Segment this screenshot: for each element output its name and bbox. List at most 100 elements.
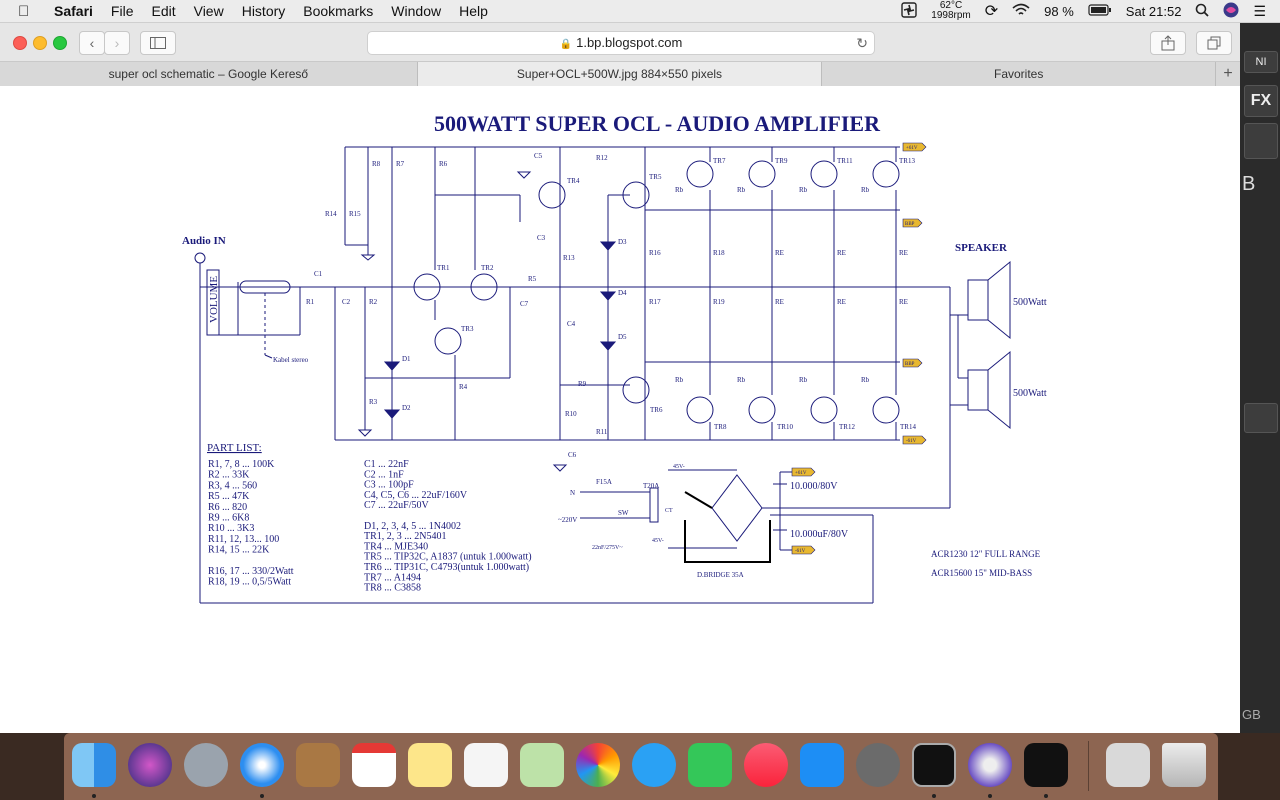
volume-label: VOLUME [208, 276, 220, 323]
menu-view[interactable]: View [193, 3, 224, 19]
parts-right-line: TR6 ... TIP31C, C4793(untuk 1.000watt) [364, 562, 529, 573]
launchpad-icon[interactable] [184, 743, 228, 787]
mains-label: ~220V [558, 516, 577, 524]
rb-label-3: Rb [799, 186, 808, 194]
wifi-icon[interactable] [1012, 3, 1030, 20]
bridge-label: D.BRIDGE 35A [697, 571, 744, 579]
parts-left-line: R5 ... 47K [208, 491, 250, 502]
photos-icon[interactable] [576, 743, 620, 787]
bias-tag-1: BBP [905, 222, 915, 227]
downloads-stack-icon[interactable] [1106, 743, 1150, 787]
reminders-icon[interactable] [464, 743, 508, 787]
d5-label: D5 [618, 333, 627, 341]
new-tab-button[interactable]: + [1223, 65, 1233, 82]
safari-dock-icon[interactable] [240, 743, 284, 787]
r19-label: R19 [713, 298, 725, 306]
notification-center-icon[interactable]: ☰ [1253, 2, 1266, 19]
forward-button[interactable]: › [104, 31, 130, 55]
address-bar[interactable]: 🔒1.bp.blogspot.com ↻ [367, 31, 875, 55]
r15-label: R15 [349, 210, 361, 218]
d2-label: D2 [402, 404, 411, 412]
traktor-icon[interactable] [1024, 743, 1068, 787]
show-tabs-button[interactable] [1196, 31, 1232, 55]
menu-bookmarks[interactable]: Bookmarks [303, 3, 374, 19]
re-label-6: RE [899, 298, 908, 306]
parts-left-line: R10 ... 3K3 [208, 523, 254, 534]
snubber-label: 22nF/275V~ [592, 545, 623, 551]
v45-top-label: 45V- [673, 464, 685, 470]
parts-right-line: C2 ... 1nF [364, 469, 404, 480]
r16-label: R16 [649, 249, 661, 257]
messages-icon[interactable] [632, 743, 676, 787]
ni-logo: NI [1244, 51, 1278, 73]
sync-icon[interactable]: ⟳ [984, 3, 999, 20]
share-button[interactable] [1150, 31, 1186, 55]
menu-app-safari[interactable]: Safari [54, 3, 93, 19]
fuse-label: F15A [596, 478, 612, 486]
tab-schematic-image[interactable]: Super+OCL+500W.jpg 884×550 pixels [417, 62, 823, 86]
dock [64, 733, 1218, 800]
parts-right-line: TR4 ... MJE340 [364, 541, 428, 552]
parts-left-line: R18, 19 ... 0,5/5Watt [208, 577, 291, 588]
re-label-5: RE [837, 298, 846, 306]
zoom-window-button[interactable] [53, 36, 67, 50]
app-store-icon[interactable] [800, 743, 844, 787]
address-url: 1.bp.blogspot.com [576, 35, 683, 50]
battery-percent[interactable]: 98 % [1044, 3, 1074, 19]
notes-icon[interactable] [408, 743, 452, 787]
reload-icon[interactable]: ↻ [856, 35, 868, 51]
tabs-icon [1207, 36, 1221, 50]
c1-label: C1 [314, 270, 323, 278]
menu-help[interactable]: Help [459, 3, 488, 19]
rb-label-5: Rb [675, 376, 684, 384]
tab-google-search[interactable]: super ocl schematic – Google Kereső [0, 62, 418, 86]
amplifier-schematic: 500WATT SUPER OCL - AUDIO AMPLIFIER Audi… [182, 111, 1047, 604]
music-icon[interactable] [744, 743, 788, 787]
contacts-icon[interactable] [296, 743, 340, 787]
panel-scroll-button[interactable] [1244, 403, 1278, 433]
c4-label: C4 [567, 320, 576, 328]
sidebar-toggle-button[interactable] [140, 31, 176, 55]
siri-icon[interactable] [1223, 2, 1239, 21]
menu-file[interactable]: File [110, 3, 134, 19]
finder-icon[interactable] [72, 743, 116, 787]
back-button[interactable]: ‹ [79, 31, 105, 55]
audio-in-label: Audio IN [182, 235, 226, 247]
rb-label-6: Rb [737, 376, 746, 384]
c6-label: C6 [568, 451, 577, 459]
rb-label-7: Rb [799, 376, 808, 384]
schematic-title: 500WATT SUPER OCL - AUDIO AMPLIFIER [434, 111, 881, 136]
apple-menu-icon[interactable]:  [18, 3, 38, 20]
menu-window[interactable]: Window [391, 3, 442, 19]
facetime-icon[interactable] [688, 743, 732, 787]
tab-bar: super ocl schematic – Google Kereső Supe… [0, 62, 1240, 87]
d4-label: D4 [618, 289, 627, 297]
spotlight-search-icon[interactable] [1195, 3, 1210, 20]
activity-monitor-icon[interactable] [912, 743, 956, 787]
maps-icon[interactable] [520, 743, 564, 787]
trash-icon[interactable] [1162, 743, 1206, 787]
r9-label: R9 [578, 380, 587, 388]
battery-icon[interactable] [1088, 3, 1112, 19]
tab-favorites[interactable]: Favorites [822, 62, 1217, 86]
speaker2-power: 500Watt [1013, 388, 1047, 399]
finder-running-dot [92, 794, 96, 798]
menu-history[interactable]: History [241, 3, 286, 19]
close-window-button[interactable] [13, 36, 27, 50]
system-preferences-icon[interactable] [856, 743, 900, 787]
torrent-icon[interactable] [968, 743, 1012, 787]
rail-pos-tag-2: +61V [795, 471, 807, 476]
menu-edit[interactable]: Edit [151, 3, 176, 19]
siri-dock-icon[interactable] [128, 743, 172, 787]
rail-pos-tag-1: +61V [906, 146, 918, 151]
rb-label-1: Rb [675, 186, 684, 194]
fan-icon[interactable] [901, 1, 917, 21]
panel-knob[interactable] [1244, 123, 1278, 159]
minimize-window-button[interactable] [33, 36, 47, 50]
clock[interactable]: Sat 21:52 [1125, 3, 1182, 19]
tr11-label: TR11 [837, 157, 853, 165]
traktor-running-dot [1044, 794, 1048, 798]
calendar-icon[interactable] [352, 743, 396, 787]
fx-button[interactable]: FX [1244, 85, 1278, 117]
